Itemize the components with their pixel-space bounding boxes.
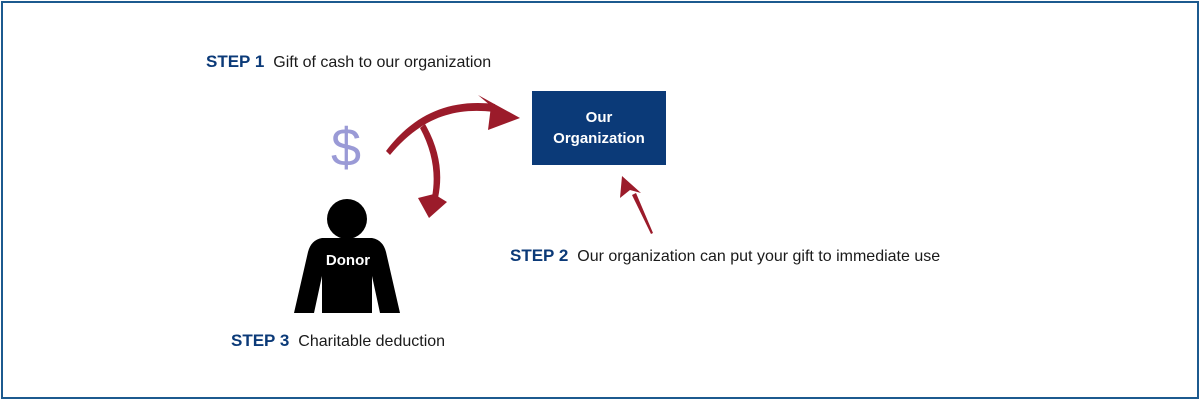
step-1: STEP 1 Gift of cash to our organization: [206, 52, 491, 72]
step-2: STEP 2 Our organization can put your gift…: [510, 246, 940, 266]
organization-label: Our Organization: [553, 109, 645, 147]
step-3-label: STEP 3: [231, 331, 290, 350]
dollar-icon: $: [331, 118, 362, 178]
donor-label: Donor: [325, 252, 371, 269]
step-1-label: STEP 1: [206, 52, 265, 71]
step-3: STEP 3 Charitable deduction: [231, 331, 445, 351]
donor-head: [327, 199, 367, 239]
donor-figure: [294, 199, 400, 313]
step-2-label: STEP 2: [510, 246, 569, 265]
arrow-deduction: [418, 124, 447, 218]
donor-body: [294, 238, 400, 313]
step-3-text: Charitable deduction: [298, 333, 446, 350]
arrow-gift: [386, 95, 520, 155]
arrow-immediate-use: [620, 176, 653, 234]
step-2-text: Our organization can put your gift to im…: [577, 248, 941, 265]
organization-box: Our Organization: [532, 91, 666, 165]
step-1-text: Gift of cash to our organization: [273, 54, 492, 71]
